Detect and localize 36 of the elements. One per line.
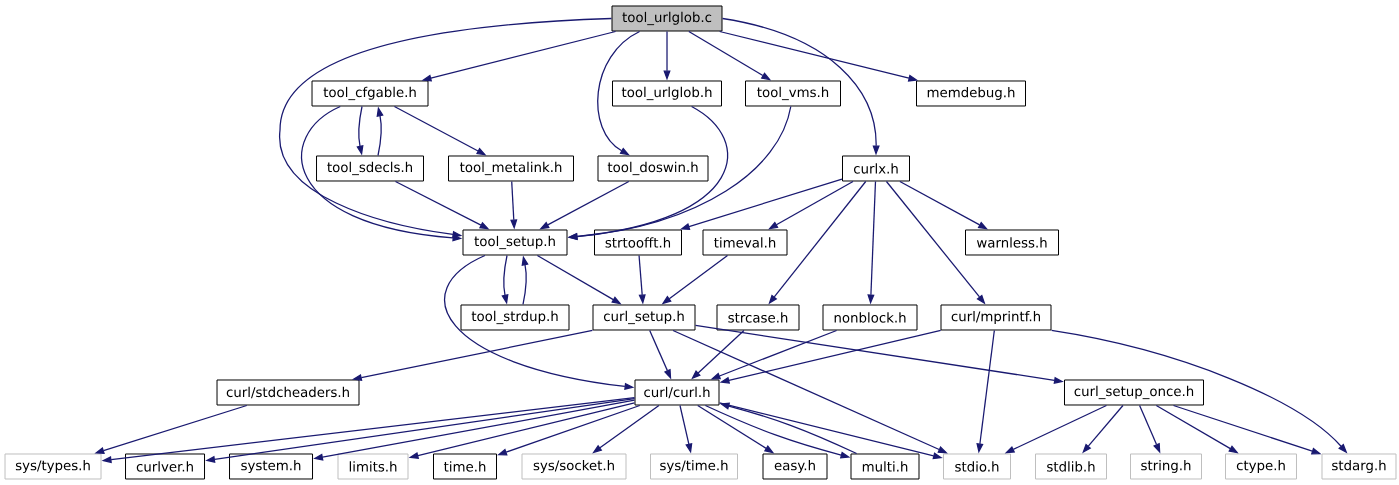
header-file-box: tool_sdecls.h [316,155,424,182]
header-file-box: warnless.h [965,229,1059,256]
header-file-box: curl/mprintf.h [940,304,1052,331]
header-file-box: stdlib.h [1035,453,1107,480]
dependency-arrow [597,30,641,156]
header-file-box: strtoofft.h [594,229,682,256]
header-file-box: sys/socket.h [521,453,627,480]
header-file-box: tool_setup.h [462,229,568,256]
header-file-box: curlver.h [125,453,205,480]
header-file-box: string.h [1130,453,1202,480]
header-file-box: ctype.h [1225,453,1297,480]
header-file-box: tool_doswin.h [597,155,709,182]
header-file-box: tool_cfgable.h [311,80,429,107]
header-file-box: strcase.h [716,304,800,331]
header-file-box: memdebug.h [916,80,1026,107]
header-file-box: curl_setup.h [592,304,696,331]
header-file-box: nonblock.h [822,304,918,331]
header-file-box: tool_vms.h [745,80,841,107]
header-file-box: curl/curl.h [634,379,720,406]
header-file-box: curl_setup_once.h [1064,379,1204,406]
header-file-box: tool_urlglob.h [612,80,722,107]
source-file-box: tool_urlglob.c [611,5,723,32]
header-file-box: timeval.h [702,229,788,256]
header-file-box: stdarg.h [1321,453,1397,480]
header-file-box: tool_metalink.h [448,155,574,182]
header-file-box: sys/time.h [650,453,738,480]
header-file-box: tool_strdup.h [460,304,570,331]
header-file-box: easy.h [762,453,828,480]
header-file-box: system.h [229,453,313,480]
header-file-box: time.h [433,453,497,480]
header-file-box: sys/types.h [4,453,102,480]
header-file-box: stdio.h [943,453,1011,480]
header-file-box: curl/stdcheaders.h [216,379,360,406]
header-file-box: limits.h [337,453,409,480]
header-file-box: multi.h [850,453,920,480]
header-file-box: curlx.h [842,155,910,182]
